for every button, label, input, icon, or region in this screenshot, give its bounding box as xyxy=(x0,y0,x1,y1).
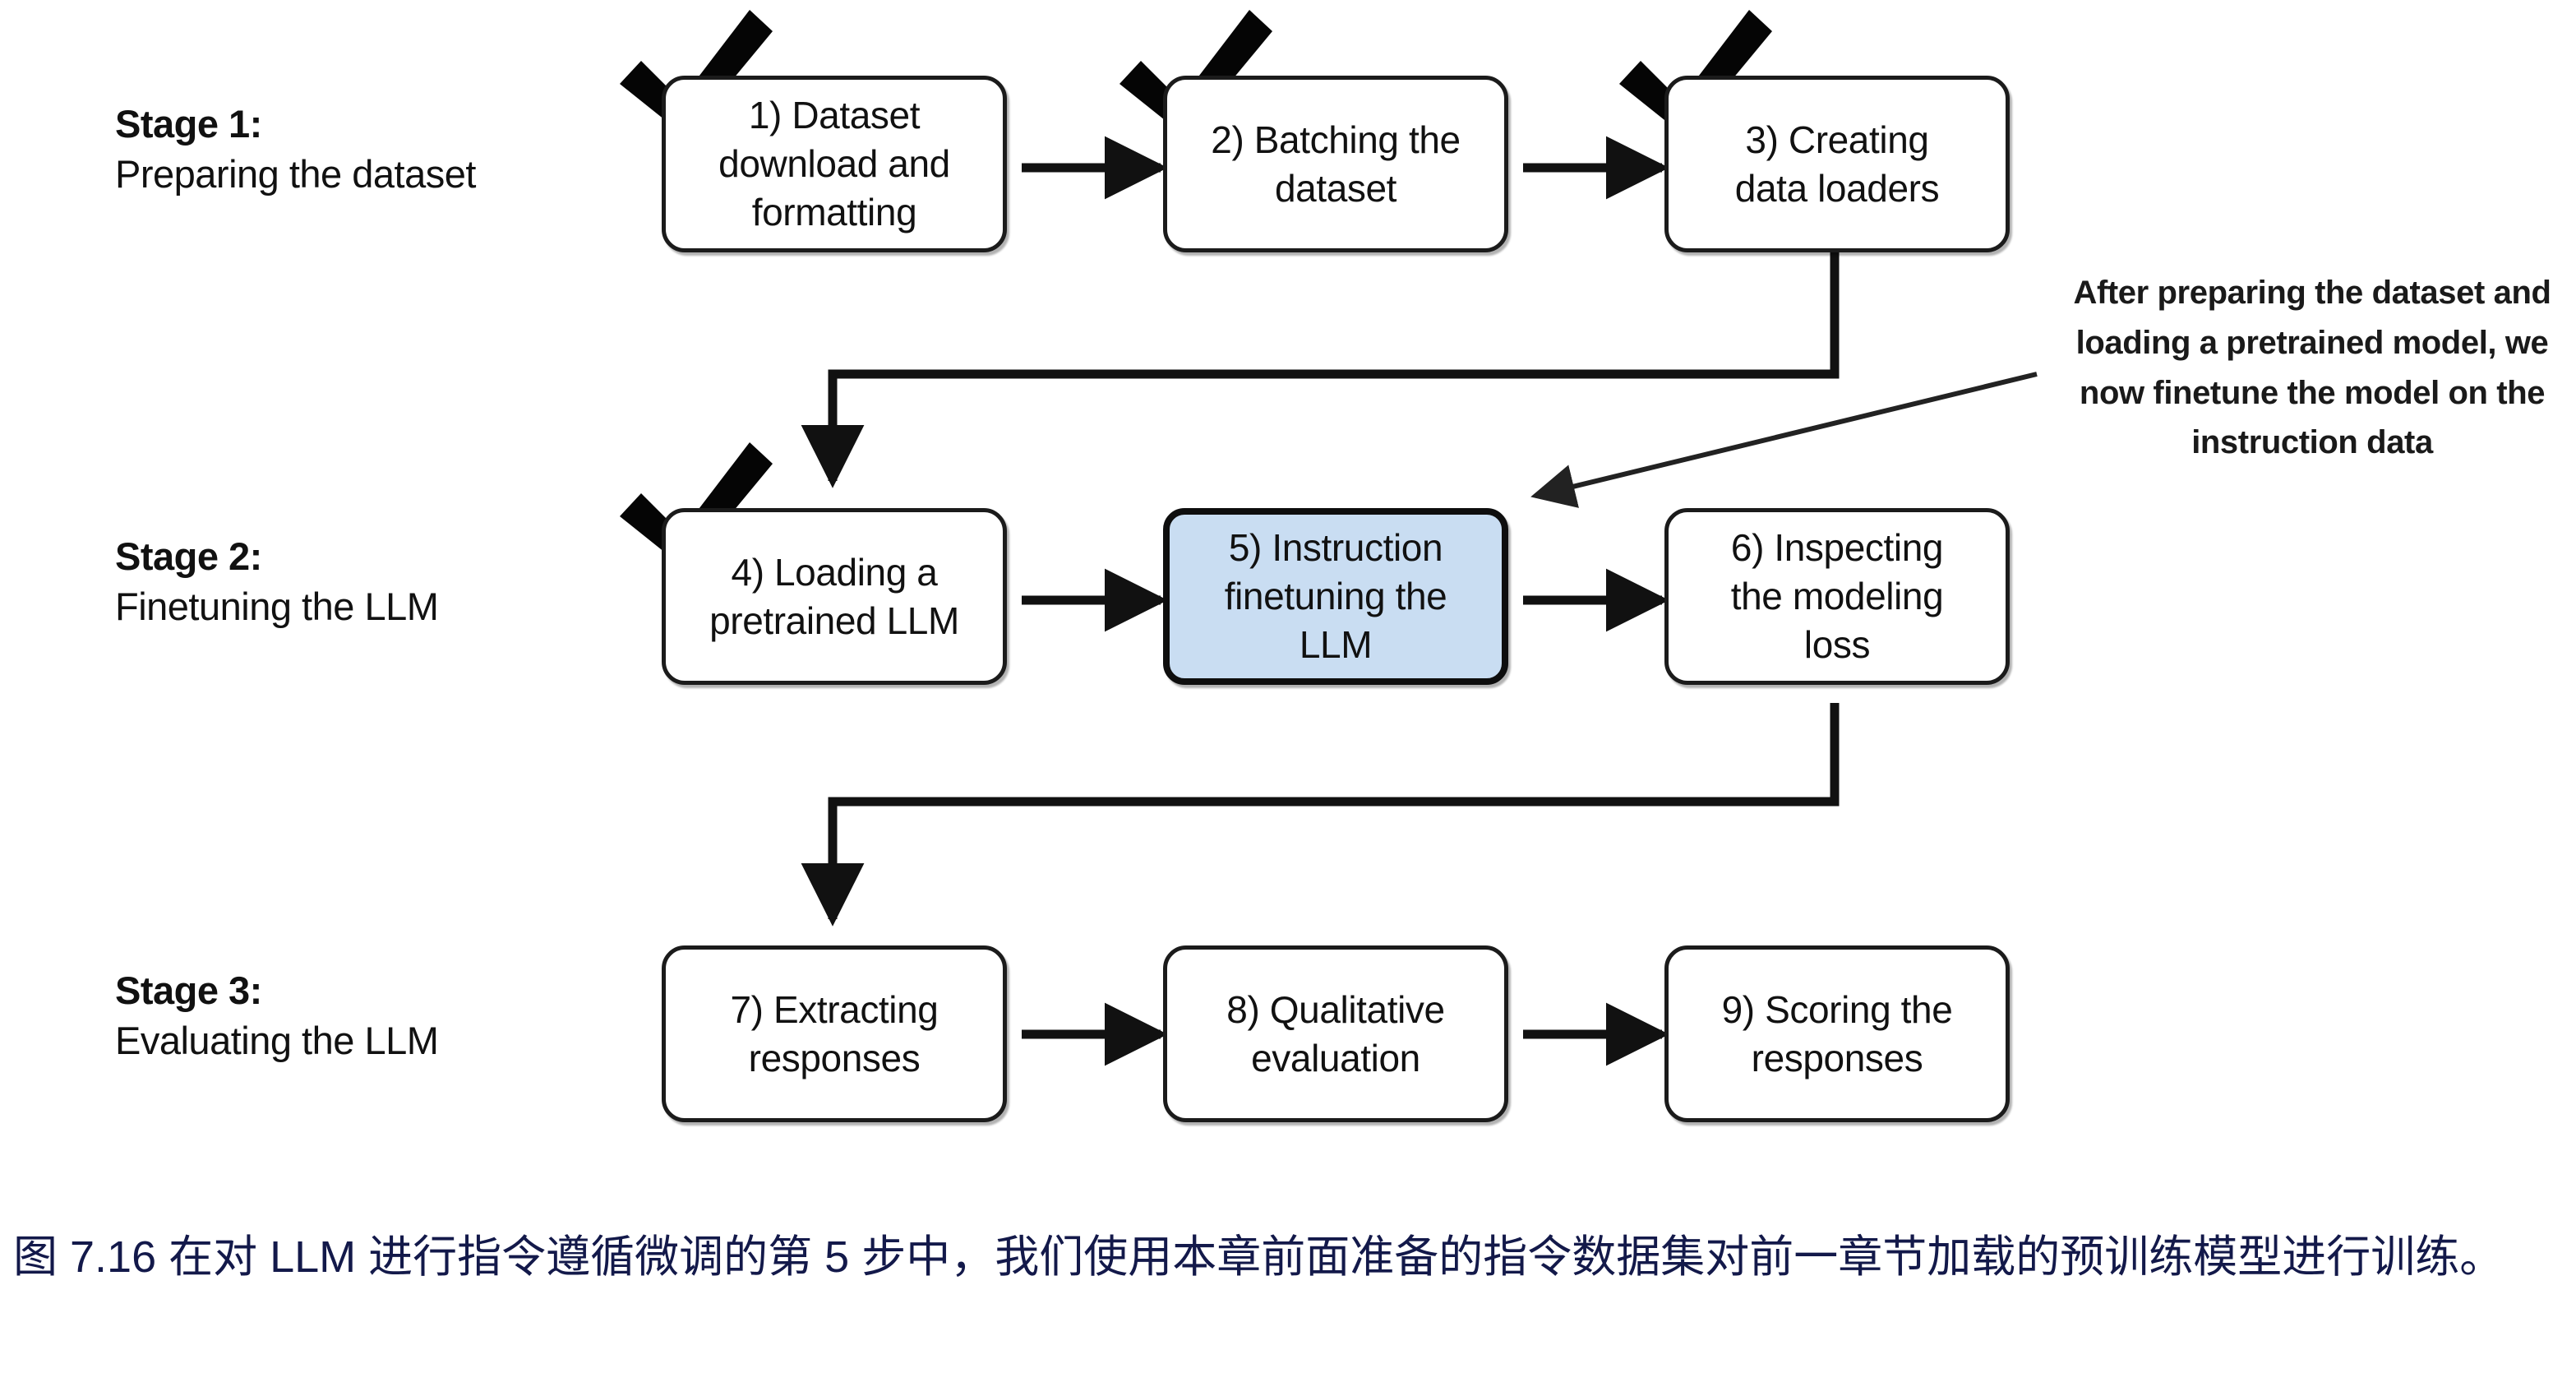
flow-node-5[interactable]: 5) Instruction finetuning the LLM xyxy=(1163,508,1508,685)
stage-2-title: Stage 2: xyxy=(115,534,262,578)
stage-label-2: Stage 2: Finetuning the LLM xyxy=(115,531,439,631)
connector-node3-to-node4 xyxy=(801,252,1840,488)
flow-node-9[interactable]: 9) Scoring the responses xyxy=(1664,945,2010,1122)
stage-label-3: Stage 3: Evaluating the LLM xyxy=(115,965,439,1066)
flow-node-2[interactable]: 2) Batching the dataset xyxy=(1163,76,1508,252)
stage-2-subtitle: Finetuning the LLM xyxy=(115,585,439,629)
stage-label-1: Stage 1: Preparing the dataset xyxy=(115,99,476,199)
flow-node-3[interactable]: 3) Creating data loaders xyxy=(1664,76,2010,252)
stage-1-subtitle: Preparing the dataset xyxy=(115,152,476,196)
flow-node-6-label: 6) Inspecting the modeling loss xyxy=(1730,526,1944,666)
flow-node-5-label: 5) Instruction finetuning the LLM xyxy=(1224,526,1447,666)
flow-node-9-label: 9) Scoring the responses xyxy=(1721,987,1953,1079)
stage-1-title: Stage 1: xyxy=(115,102,262,146)
flow-node-7[interactable]: 7) Extracting responses xyxy=(662,945,1007,1122)
flow-node-1[interactable]: 1) Dataset download and formatting xyxy=(662,76,1007,252)
flow-node-4-label: 4) Loading a pretrained LLM xyxy=(709,550,959,642)
flow-node-3-label: 3) Creating data loaders xyxy=(1734,118,1940,210)
annotation-pointer-arrow xyxy=(1530,372,2038,508)
flow-node-8[interactable]: 8) Qualitative evaluation xyxy=(1163,945,1508,1122)
flow-node-8-label: 8) Qualitative evaluation xyxy=(1226,987,1445,1079)
flow-node-2-label: 2) Batching the dataset xyxy=(1211,118,1461,210)
stage-3-title: Stage 3: xyxy=(115,968,262,1012)
annotation-note: After preparing the dataset and loading … xyxy=(2073,275,2551,461)
stage-3-subtitle: Evaluating the LLM xyxy=(115,1019,439,1063)
figure-caption: 图 7.16 在对 LLM 进行指令遵循微调的第 5 步中，我们使用本章前面准备… xyxy=(13,1232,2504,1282)
flow-node-1-label: 1) Dataset download and formatting xyxy=(718,94,950,233)
connector-node6-to-node7 xyxy=(801,703,1840,927)
flow-node-6[interactable]: 6) Inspecting the modeling loss xyxy=(1664,508,2010,685)
flow-node-7-label: 7) Extracting responses xyxy=(730,987,939,1079)
flow-node-4[interactable]: 4) Loading a pretrained LLM xyxy=(662,508,1007,685)
